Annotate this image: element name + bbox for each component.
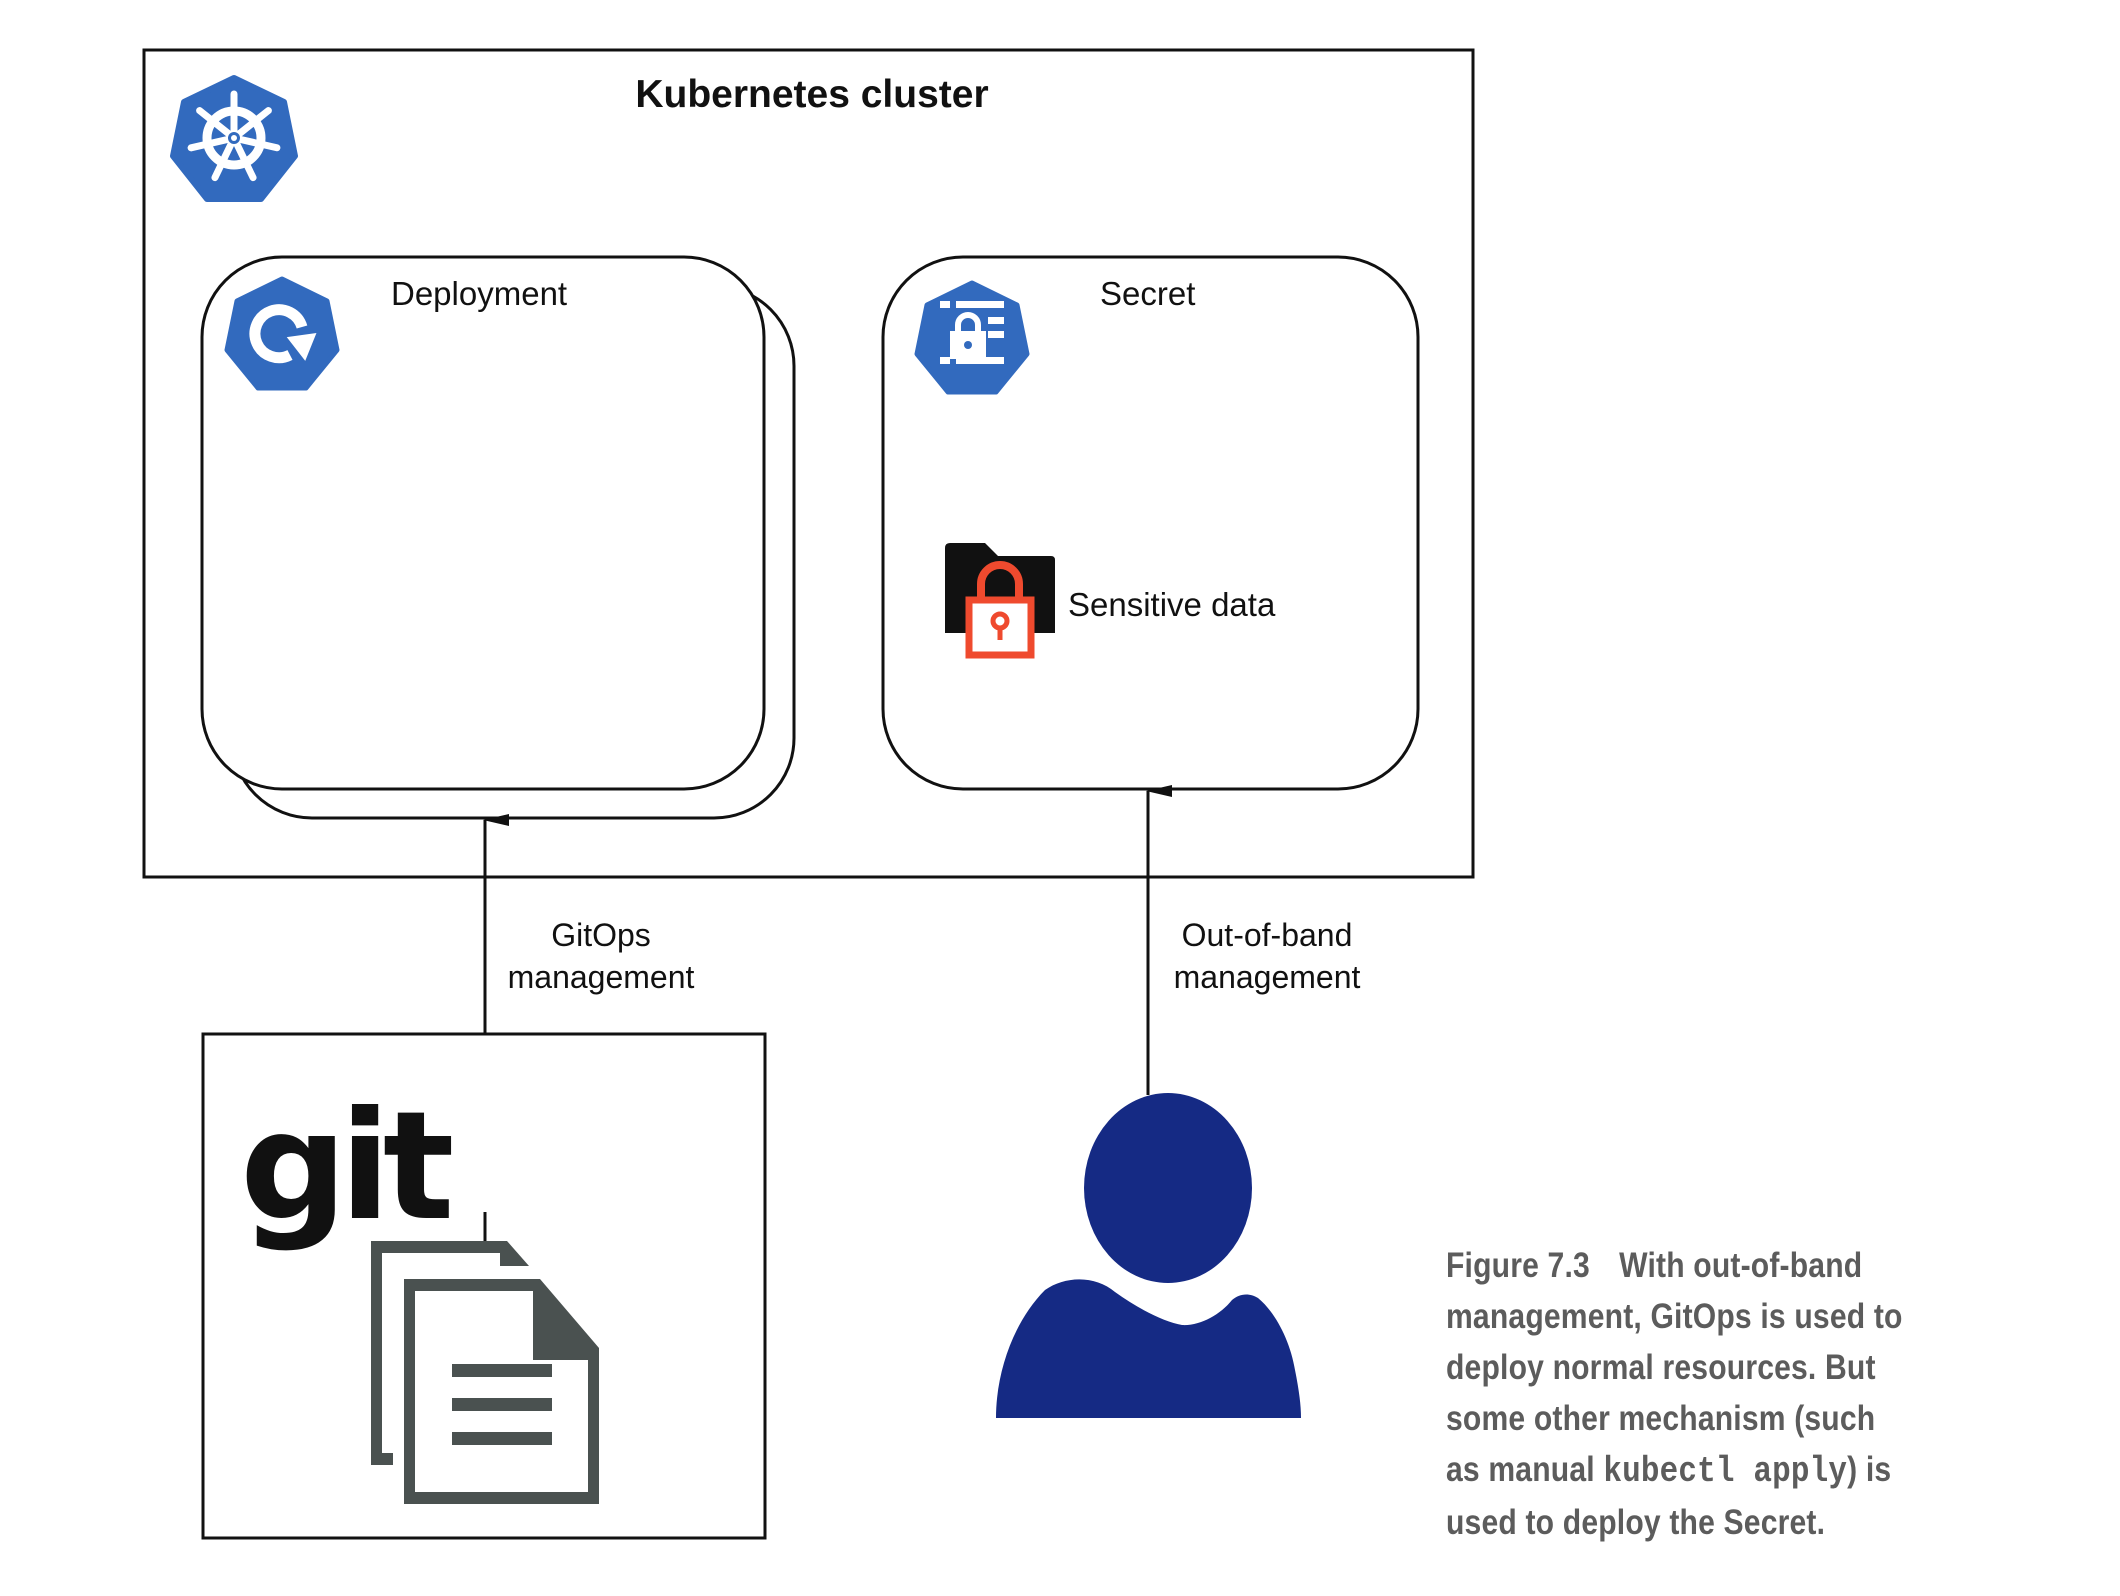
caption-line: used to deploy the Secret.	[1446, 1503, 1826, 1542]
caption-text: With out-of-band	[1619, 1246, 1863, 1285]
kubernetes-helm-icon	[170, 75, 298, 202]
caption-line: deploy normal resources. But	[1446, 1348, 1876, 1387]
out-of-band-label-line2: management	[1174, 959, 1361, 995]
figure-caption: Figure 7.3 With out-of-band management, G…	[1446, 1240, 1996, 1548]
caption-code: kubectl apply	[1603, 1451, 1848, 1492]
gitops-label-line1: GitOps	[551, 917, 651, 953]
secret-icon	[914, 280, 1030, 395]
git-logo: git	[240, 1080, 452, 1254]
deployment-label: Deployment	[391, 275, 567, 312]
cluster-title: Kubernetes cluster	[635, 73, 988, 116]
user-icon	[996, 1093, 1301, 1418]
caption-line: Figure 7.3 With out-of-band	[1446, 1240, 1996, 1291]
sensitive-data-label: Sensitive data	[1068, 586, 1276, 623]
gitops-label-line2: management	[508, 959, 695, 995]
documents-icon	[371, 1241, 599, 1504]
caption-text: as manual	[1446, 1450, 1604, 1489]
deployment-icon	[224, 276, 340, 391]
figure-number: Figure 7.3	[1446, 1246, 1590, 1285]
caption-line: management, GitOps is used to	[1446, 1297, 1903, 1336]
secret-label: Secret	[1100, 275, 1195, 312]
locked-folder-icon	[945, 543, 1055, 659]
caption-text: ) is	[1847, 1450, 1892, 1489]
caption-line: some other mechanism (such	[1446, 1399, 1876, 1438]
out-of-band-label-line1: Out-of-band	[1182, 917, 1353, 953]
deployment-box	[200, 255, 766, 791]
caption-line: as manual kubectl apply) is	[1446, 1444, 1996, 1497]
